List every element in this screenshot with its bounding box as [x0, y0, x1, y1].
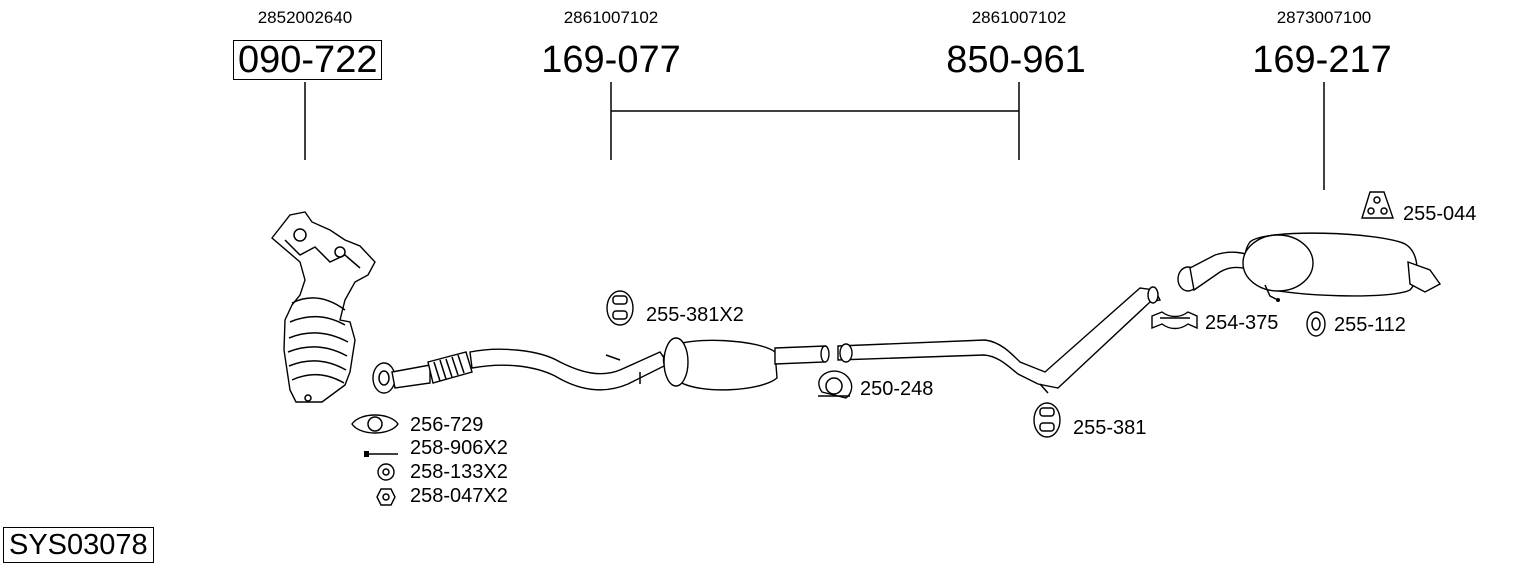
ref-number-4: 2873007100	[1276, 8, 1372, 27]
hanger-255-381x2-illustration	[606, 290, 634, 326]
ref-number-1: 2852002640	[257, 8, 353, 27]
hanger-255-381-illustration	[1033, 402, 1061, 438]
label-250-248[interactable]: 250-248	[860, 378, 934, 400]
label-255-112[interactable]: 255-112	[1334, 314, 1406, 336]
manifold-catalyst-illustration	[271, 211, 376, 403]
label-255-381[interactable]: 255-381	[1073, 417, 1147, 439]
washer-258-133x2-illustration	[377, 463, 395, 481]
bolt-258-906x2-illustration	[364, 451, 398, 457]
clamp-250-248-illustration	[818, 370, 853, 399]
label-258-047x2[interactable]: 258-047X2	[410, 485, 508, 507]
part-number-1[interactable]: 090-722	[233, 40, 383, 80]
gasket-256-729-illustration	[351, 414, 399, 434]
part-number-4[interactable]: 169-217	[1252, 39, 1392, 81]
nut-258-047x2-illustration	[376, 488, 396, 506]
ref-number-2: 2861007102	[563, 8, 659, 27]
label-258-906x2[interactable]: 258-906X2	[410, 437, 508, 459]
clamp-254-375-illustration	[1151, 311, 1198, 330]
part-number-3[interactable]: 850-961	[946, 39, 1086, 81]
ring-255-112-illustration	[1306, 311, 1326, 337]
ref-number-3: 2861007102	[971, 8, 1067, 27]
rear-silencer-illustration	[1177, 232, 1442, 302]
label-255-381x2[interactable]: 255-381X2	[646, 304, 744, 326]
part-number-2[interactable]: 169-077	[541, 39, 681, 81]
label-254-375[interactable]: 254-375	[1205, 312, 1279, 334]
label-256-729[interactable]: 256-729	[410, 414, 484, 436]
rear-pipe-illustration	[837, 286, 1162, 394]
label-255-044[interactable]: 255-044	[1403, 203, 1477, 225]
front-pipe-illustration	[372, 337, 830, 394]
mount-255-044-illustration	[1361, 191, 1394, 219]
label-258-133x2[interactable]: 258-133X2	[410, 461, 508, 483]
system-code: SYS03078	[3, 527, 154, 563]
